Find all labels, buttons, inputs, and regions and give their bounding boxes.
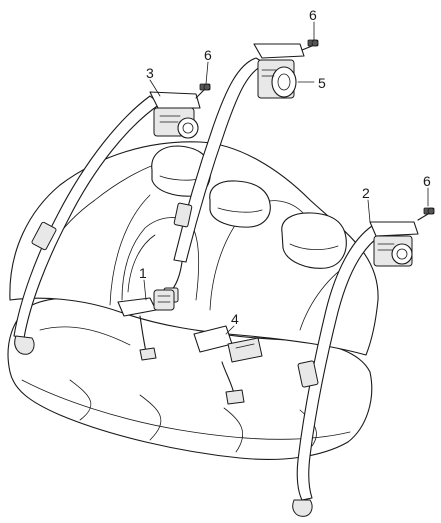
callout-4: 4 <box>231 311 239 327</box>
right-belt-slider <box>297 360 319 388</box>
headrest-center <box>209 180 271 228</box>
headrest-right <box>281 212 347 269</box>
center-seat-belt-assembly <box>163 39 319 303</box>
callout-2: 2 <box>362 185 370 201</box>
bolt-right <box>417 207 435 221</box>
buckle-assembly-1 <box>117 289 175 361</box>
callout-6-right: 6 <box>423 173 431 189</box>
callout-6-left: 6 <box>204 47 212 63</box>
left-lower-anchor <box>14 335 35 355</box>
left-retractor <box>149 91 201 139</box>
center-retractor <box>253 43 305 99</box>
callout-1: 1 <box>139 265 147 281</box>
left-seat-belt-assembly <box>13 83 211 355</box>
bolt-center <box>301 39 319 51</box>
callout-5: 5 <box>318 75 326 91</box>
left-belt-slider <box>31 221 57 251</box>
buckle-assembly-4 <box>193 325 263 405</box>
bolt-left <box>195 83 211 99</box>
callout-3: 3 <box>146 65 154 81</box>
right-seat-belt-assembly <box>292 207 435 517</box>
callout-6-center: 6 <box>309 7 317 23</box>
callout-labels: 1 2 3 4 5 6 6 6 <box>139 7 431 327</box>
right-lower-anchor <box>292 499 313 517</box>
center-belt-slider <box>173 202 193 228</box>
leader-lines <box>143 21 429 335</box>
right-retractor <box>369 221 419 267</box>
